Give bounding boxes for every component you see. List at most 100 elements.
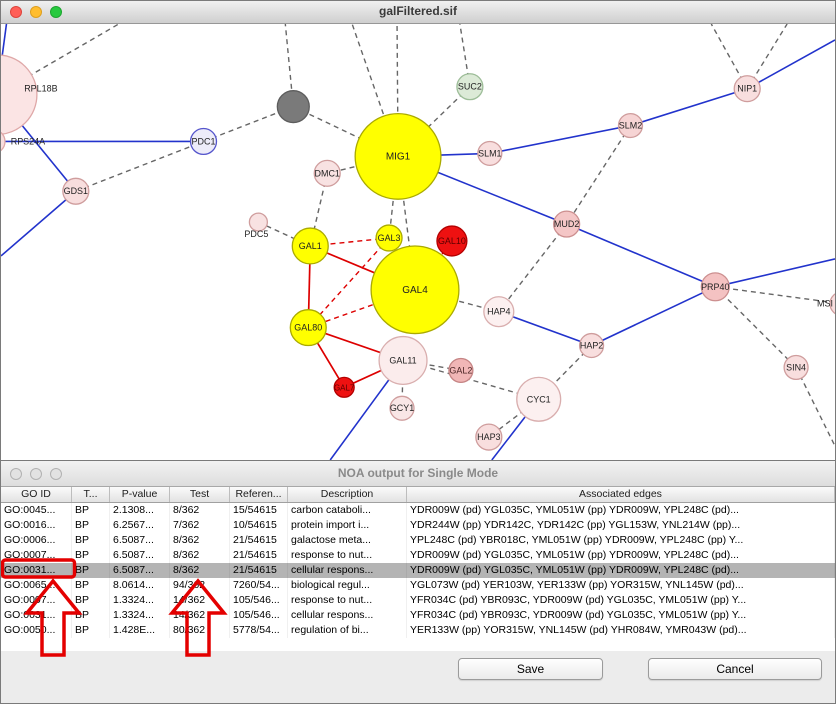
- graph-edge-SIN4-a_br[interactable]: [795, 367, 835, 447]
- cell-6-2: 1.3324...: [110, 593, 170, 608]
- graph-node-GAL80[interactable]: [289, 309, 327, 347]
- graph-edge-HAP2-PRP40[interactable]: [591, 286, 716, 347]
- graph-edge-PRP40-a_r1[interactable]: [715, 258, 835, 288]
- graph-node-HAP3[interactable]: [475, 423, 503, 451]
- save-button[interactable]: Save: [458, 658, 603, 680]
- graph-edge-gray1-MIG1[interactable]: [292, 105, 399, 158]
- graph-node-label-HAP2: HAP2: [580, 341, 603, 351]
- graph-node-label-MSI: MSI: [817, 299, 833, 309]
- column-header-4[interactable]: Referen...: [230, 487, 288, 502]
- cell-6-0: GO:0007...: [1, 593, 72, 608]
- column-header-0[interactable]: GO ID: [1, 487, 72, 502]
- graph-edge-PRP40-MSI[interactable]: [715, 286, 835, 304]
- graph-node-RPS24A[interactable]: [1, 130, 6, 154]
- graph-node-GAL10[interactable]: [436, 225, 468, 257]
- graph-edge-GDS1-PDC1[interactable]: [75, 140, 204, 192]
- cancel-button[interactable]: Cancel: [648, 658, 822, 680]
- graph-node-DMC1[interactable]: [313, 159, 341, 187]
- minimize-button[interactable]: [30, 6, 42, 18]
- graph-node-gray1[interactable]: [276, 90, 310, 124]
- graph-node-GAL2[interactable]: [448, 357, 474, 384]
- cell-7-0: GO:0031...: [1, 608, 72, 623]
- graph-node-CYC1[interactable]: [516, 376, 562, 422]
- zoom-button[interactable]: [50, 468, 62, 480]
- cell-3-6: YDR009W (pd) YGL035C, YML051W (pp) YDR00…: [407, 548, 835, 563]
- graph-edge-NIP1-a_tr[interactable]: [746, 39, 835, 90]
- graph-node-GAL4[interactable]: [370, 245, 460, 335]
- graph-node-PDC1[interactable]: [189, 127, 218, 156]
- cell-8-6: YER133W (pp) YOR315W, YNL145W (pd) YHR08…: [407, 623, 835, 638]
- graph-node-GAL7[interactable]: [333, 376, 355, 398]
- graph-edge-MUD2-HAP4[interactable]: [498, 223, 568, 313]
- graph-node-GAL1[interactable]: [291, 227, 329, 265]
- window-title: galFiltered.sif: [378, 4, 458, 18]
- graph-node-GAL3[interactable]: [375, 224, 403, 252]
- graph-edge-GDS1-a_l1[interactable]: [1, 190, 77, 257]
- graph-node-MSI[interactable]: [829, 292, 835, 316]
- graph-node-MIG1[interactable]: [354, 112, 442, 200]
- graph-node-PDC5[interactable]: [248, 212, 269, 232]
- graph-node-GCY1[interactable]: [389, 395, 415, 421]
- graph-node-SLM1[interactable]: [477, 140, 503, 166]
- graph-edge-SLM1-SLM2[interactable]: [489, 124, 631, 155]
- cell-8-0: GO:0050...: [1, 623, 72, 638]
- graph-edge-RPL18B-a_t1[interactable]: [1, 24, 120, 95]
- graph-edge-SLM2-NIP1[interactable]: [630, 87, 748, 127]
- graph-node-SUC2[interactable]: [456, 73, 484, 101]
- cell-0-3: 8/362: [170, 503, 230, 518]
- graph-node-GDS1[interactable]: [62, 177, 90, 205]
- window-title: NOA output for Single Mode: [337, 466, 499, 480]
- graph-node-NIP1[interactable]: [733, 75, 761, 103]
- cell-0-6: YDR009W (pd) YGL035C, YML051W (pp) YDR00…: [407, 503, 835, 518]
- graph-node-GAL11[interactable]: [378, 335, 428, 385]
- cell-7-6: YFR034C (pd) YBR093C, YDR009W (pd) YGL03…: [407, 608, 835, 623]
- zoom-button[interactable]: [50, 6, 62, 18]
- graph-edge-PDC1-gray1[interactable]: [203, 105, 294, 143]
- graph-node-PRP40[interactable]: [700, 272, 730, 302]
- minimize-button[interactable]: [30, 468, 42, 480]
- graph-node-SLM2[interactable]: [617, 112, 644, 139]
- cell-2-2: 6.5087...: [110, 533, 170, 548]
- cell-7-5: cellular respons...: [288, 608, 407, 623]
- column-header-2[interactable]: P-value: [110, 487, 170, 502]
- graph-node-HAP4[interactable]: [483, 296, 515, 328]
- column-header-6[interactable]: Associated edges: [407, 487, 835, 502]
- cell-8-4: 5778/54...: [230, 623, 288, 638]
- graph-node-SIN4[interactable]: [783, 354, 809, 381]
- graph-node-label-NIP1: NIP1: [737, 84, 757, 94]
- graph-edge-HAP4-HAP2[interactable]: [498, 310, 592, 347]
- graph-edge-PRP40-SIN4[interactable]: [714, 286, 797, 368]
- column-header-5[interactable]: Description: [288, 487, 407, 502]
- network-window-titlebar[interactable]: galFiltered.sif: [1, 1, 835, 24]
- cell-8-3: 80/362: [170, 623, 230, 638]
- graph-node-label-GDS1: GDS1: [64, 186, 88, 196]
- graph-edge-SLM2-MUD2[interactable]: [566, 125, 632, 225]
- graph-node-RPL18B[interactable]: [1, 54, 38, 135]
- graph-node-HAP2[interactable]: [578, 332, 605, 359]
- cell-3-2: 6.5087...: [110, 548, 170, 563]
- cell-0-4: 15/54615: [230, 503, 288, 518]
- cell-2-4: 21/54615: [230, 533, 288, 548]
- column-header-3[interactable]: Test: [170, 487, 230, 502]
- close-button[interactable]: [10, 6, 22, 18]
- cell-1-1: BP: [72, 518, 110, 533]
- graph-edge-MIG1-a_t3[interactable]: [351, 24, 399, 157]
- graph-node-MUD2[interactable]: [553, 210, 581, 238]
- noa-window-titlebar[interactable]: NOA output for Single Mode: [1, 461, 835, 487]
- close-button[interactable]: [10, 468, 22, 480]
- column-header-1[interactable]: T...: [72, 487, 110, 502]
- graph-edge-MUD2-PRP40[interactable]: [566, 223, 716, 288]
- cell-2-1: BP: [72, 533, 110, 548]
- graph-edge-GAL3-GAL80[interactable]: [307, 237, 390, 329]
